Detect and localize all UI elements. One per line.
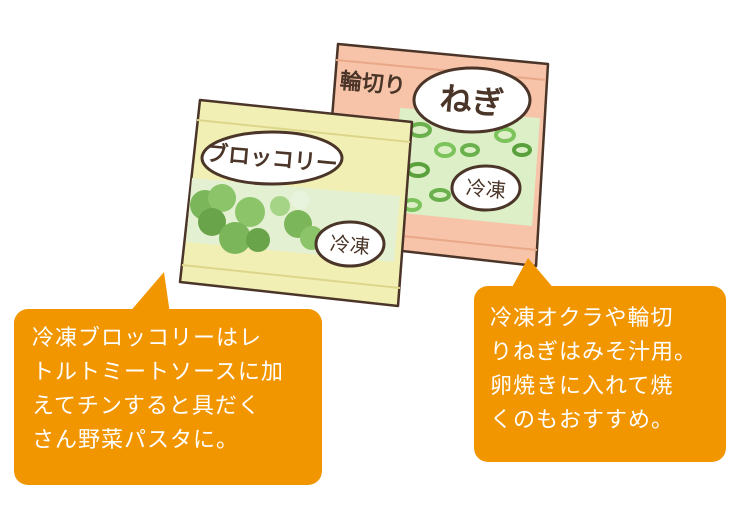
left-bubble-tail [128, 272, 170, 314]
right-bubble-line: りねぎはみそ汁用。 [490, 340, 698, 365]
left-bubble-line: えてチンすると具だく [32, 394, 261, 419]
right-bubble-tail [510, 258, 556, 291]
broccoli-package [178, 98, 414, 308]
right-bubble-line: 冷凍オクラや輪切 [490, 306, 674, 331]
negi-prefix: 輪切り [339, 68, 407, 100]
broccoli-frozen-tag: 冷凍 [329, 231, 371, 258]
right-bubble-line: くのもおすすめ。 [490, 408, 675, 433]
left-speech-bubble: 冷凍ブロッコリーはレ トルトミートソースに加 えてチンすると具だく さん野菜パス… [14, 309, 322, 485]
left-bubble-line: トルトミートソースに加 [32, 360, 284, 385]
left-bubble-line: さん野菜パスタに。 [32, 428, 240, 453]
negi-name: ねぎ [438, 79, 505, 122]
negi-frozen-tag: 冷凍 [465, 175, 507, 202]
right-speech-bubble: 冷凍オクラや輪切 りねぎはみそ汁用。 卵焼きに入れて焼 くのもおすすめ。 [474, 286, 726, 462]
right-bubble-line: 卵焼きに入れて焼 [490, 374, 674, 399]
left-bubble-line: 冷凍ブロッコリーはレ [32, 326, 263, 351]
